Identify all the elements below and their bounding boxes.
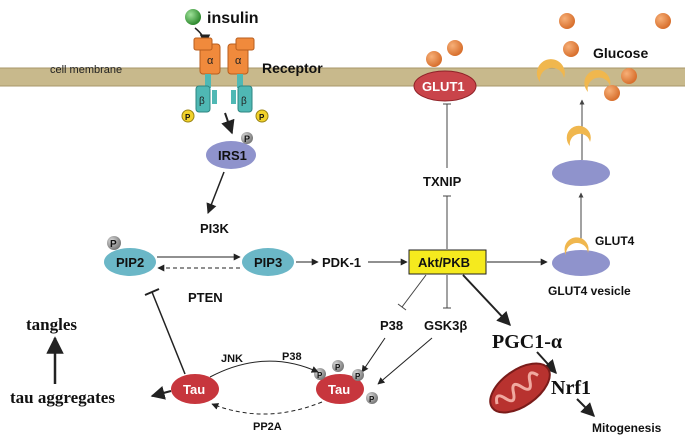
glucose-molecule [604, 85, 620, 101]
akt-inhibits-p38-line [401, 274, 427, 308]
glut4-membrane-transporter [536, 59, 565, 82]
pip2-phospho [107, 236, 121, 250]
svg-text:P: P [335, 363, 341, 372]
tau-phosphorylation-arrow [209, 360, 319, 378]
irs1-to-pi3k-arrow [206, 171, 225, 214]
tau-node-left [171, 374, 219, 404]
tau-label-right: Tau [328, 382, 350, 397]
tau-aggregates-label: tau aggregates [10, 388, 115, 407]
pp2a-label: PP2A [253, 421, 282, 433]
glut4-vesicle-upper [552, 160, 610, 186]
p38-to-tau-arrow [361, 337, 386, 373]
glucose-molecule [655, 13, 671, 29]
beta-label-left: β [199, 96, 205, 107]
tau-label-left: Tau [183, 382, 205, 397]
receptor-label: Receptor [262, 60, 323, 76]
insulin-receptor: α α β β [193, 37, 255, 113]
svg-text:P: P [317, 371, 323, 380]
p38-upper-label: P38 [380, 318, 403, 333]
pdk1-label: PDK-1 [322, 255, 361, 270]
glucose-label: Glucose [593, 45, 648, 61]
gsk3b-to-tau-arrow [377, 337, 433, 385]
alpha-label-left: α [207, 55, 214, 67]
akt-pkb-node [408, 249, 487, 275]
glucose-molecule [621, 68, 637, 84]
irs1-node [206, 141, 256, 169]
irs1-phospho [241, 132, 253, 144]
tangles-label: tangles [26, 315, 77, 334]
svg-text:P: P [185, 113, 191, 122]
tau-dephosphorylation-arrow [211, 401, 323, 415]
glut4-vesicle-node [552, 250, 610, 276]
cell-membrane-label: cell membrane [50, 64, 122, 76]
glut1-node [413, 70, 477, 102]
mitochondrion-icon [489, 362, 551, 414]
glut4-membrane-transporter [584, 69, 611, 92]
cell-membrane-band [0, 68, 685, 86]
pgc1a-to-nrf1-arrow [536, 351, 557, 375]
pi3k-label: PI3K [200, 221, 230, 236]
pten-label: PTEN [188, 290, 223, 305]
jnk-label: JNK [221, 353, 243, 365]
gsk3b-label: GSK3β [424, 318, 467, 333]
alpha-label-right: α [235, 55, 242, 67]
tau-phospho [366, 392, 378, 404]
glut4-on-vesicle [564, 237, 589, 255]
irs1-label: IRS1 [218, 148, 247, 163]
akt-to-pgc1a-arrow [462, 274, 511, 327]
glucose-molecule [447, 40, 463, 56]
svg-text:P: P [355, 372, 361, 381]
pip2-label: PIP2 [116, 255, 144, 270]
svg-text:P: P [244, 134, 250, 144]
glut4-label: GLUT4 [595, 234, 635, 248]
svg-text:P: P [369, 395, 375, 404]
pip3-label: PIP3 [254, 255, 282, 270]
svg-text:P: P [259, 113, 265, 122]
tau-node-right [316, 374, 364, 404]
receptor-to-irs1-arrow [221, 112, 235, 135]
tau-to-aggregates-arrow [150, 386, 172, 400]
glucose-molecule [563, 41, 579, 57]
glucose-molecule [559, 13, 575, 29]
pip2-node [104, 248, 156, 276]
nrf1-to-mitogenesis-arrow [576, 398, 595, 417]
akt-pkb-label: Akt/PKB [418, 255, 470, 270]
mitogenesis-label: Mitogenesis [592, 421, 662, 435]
p38-lower-label: P38 [282, 351, 302, 363]
insulin-label: insulin [207, 10, 259, 27]
pgc1a-label: PGC1-α [492, 331, 562, 353]
glut1-label: GLUT1 [422, 79, 465, 94]
tau-inhibits-pip2-line [151, 291, 186, 375]
glucose-molecule [426, 51, 442, 67]
glut4-vesicle-label: GLUT4 vesicle [548, 284, 631, 298]
glut4-transporter [566, 125, 591, 146]
insulin-ball-icon [185, 9, 201, 25]
tau-phospho [352, 369, 364, 381]
beta-label-right: β [241, 96, 247, 107]
receptor-phospho-right [255, 109, 269, 123]
pip3-node [242, 248, 294, 276]
receptor-phospho-left [181, 109, 195, 123]
svg-text:P: P [110, 239, 117, 250]
txnip-label: TXNIP [423, 174, 462, 189]
nrf1-label: Nrf1 [551, 377, 591, 399]
tau-phospho [332, 360, 344, 372]
